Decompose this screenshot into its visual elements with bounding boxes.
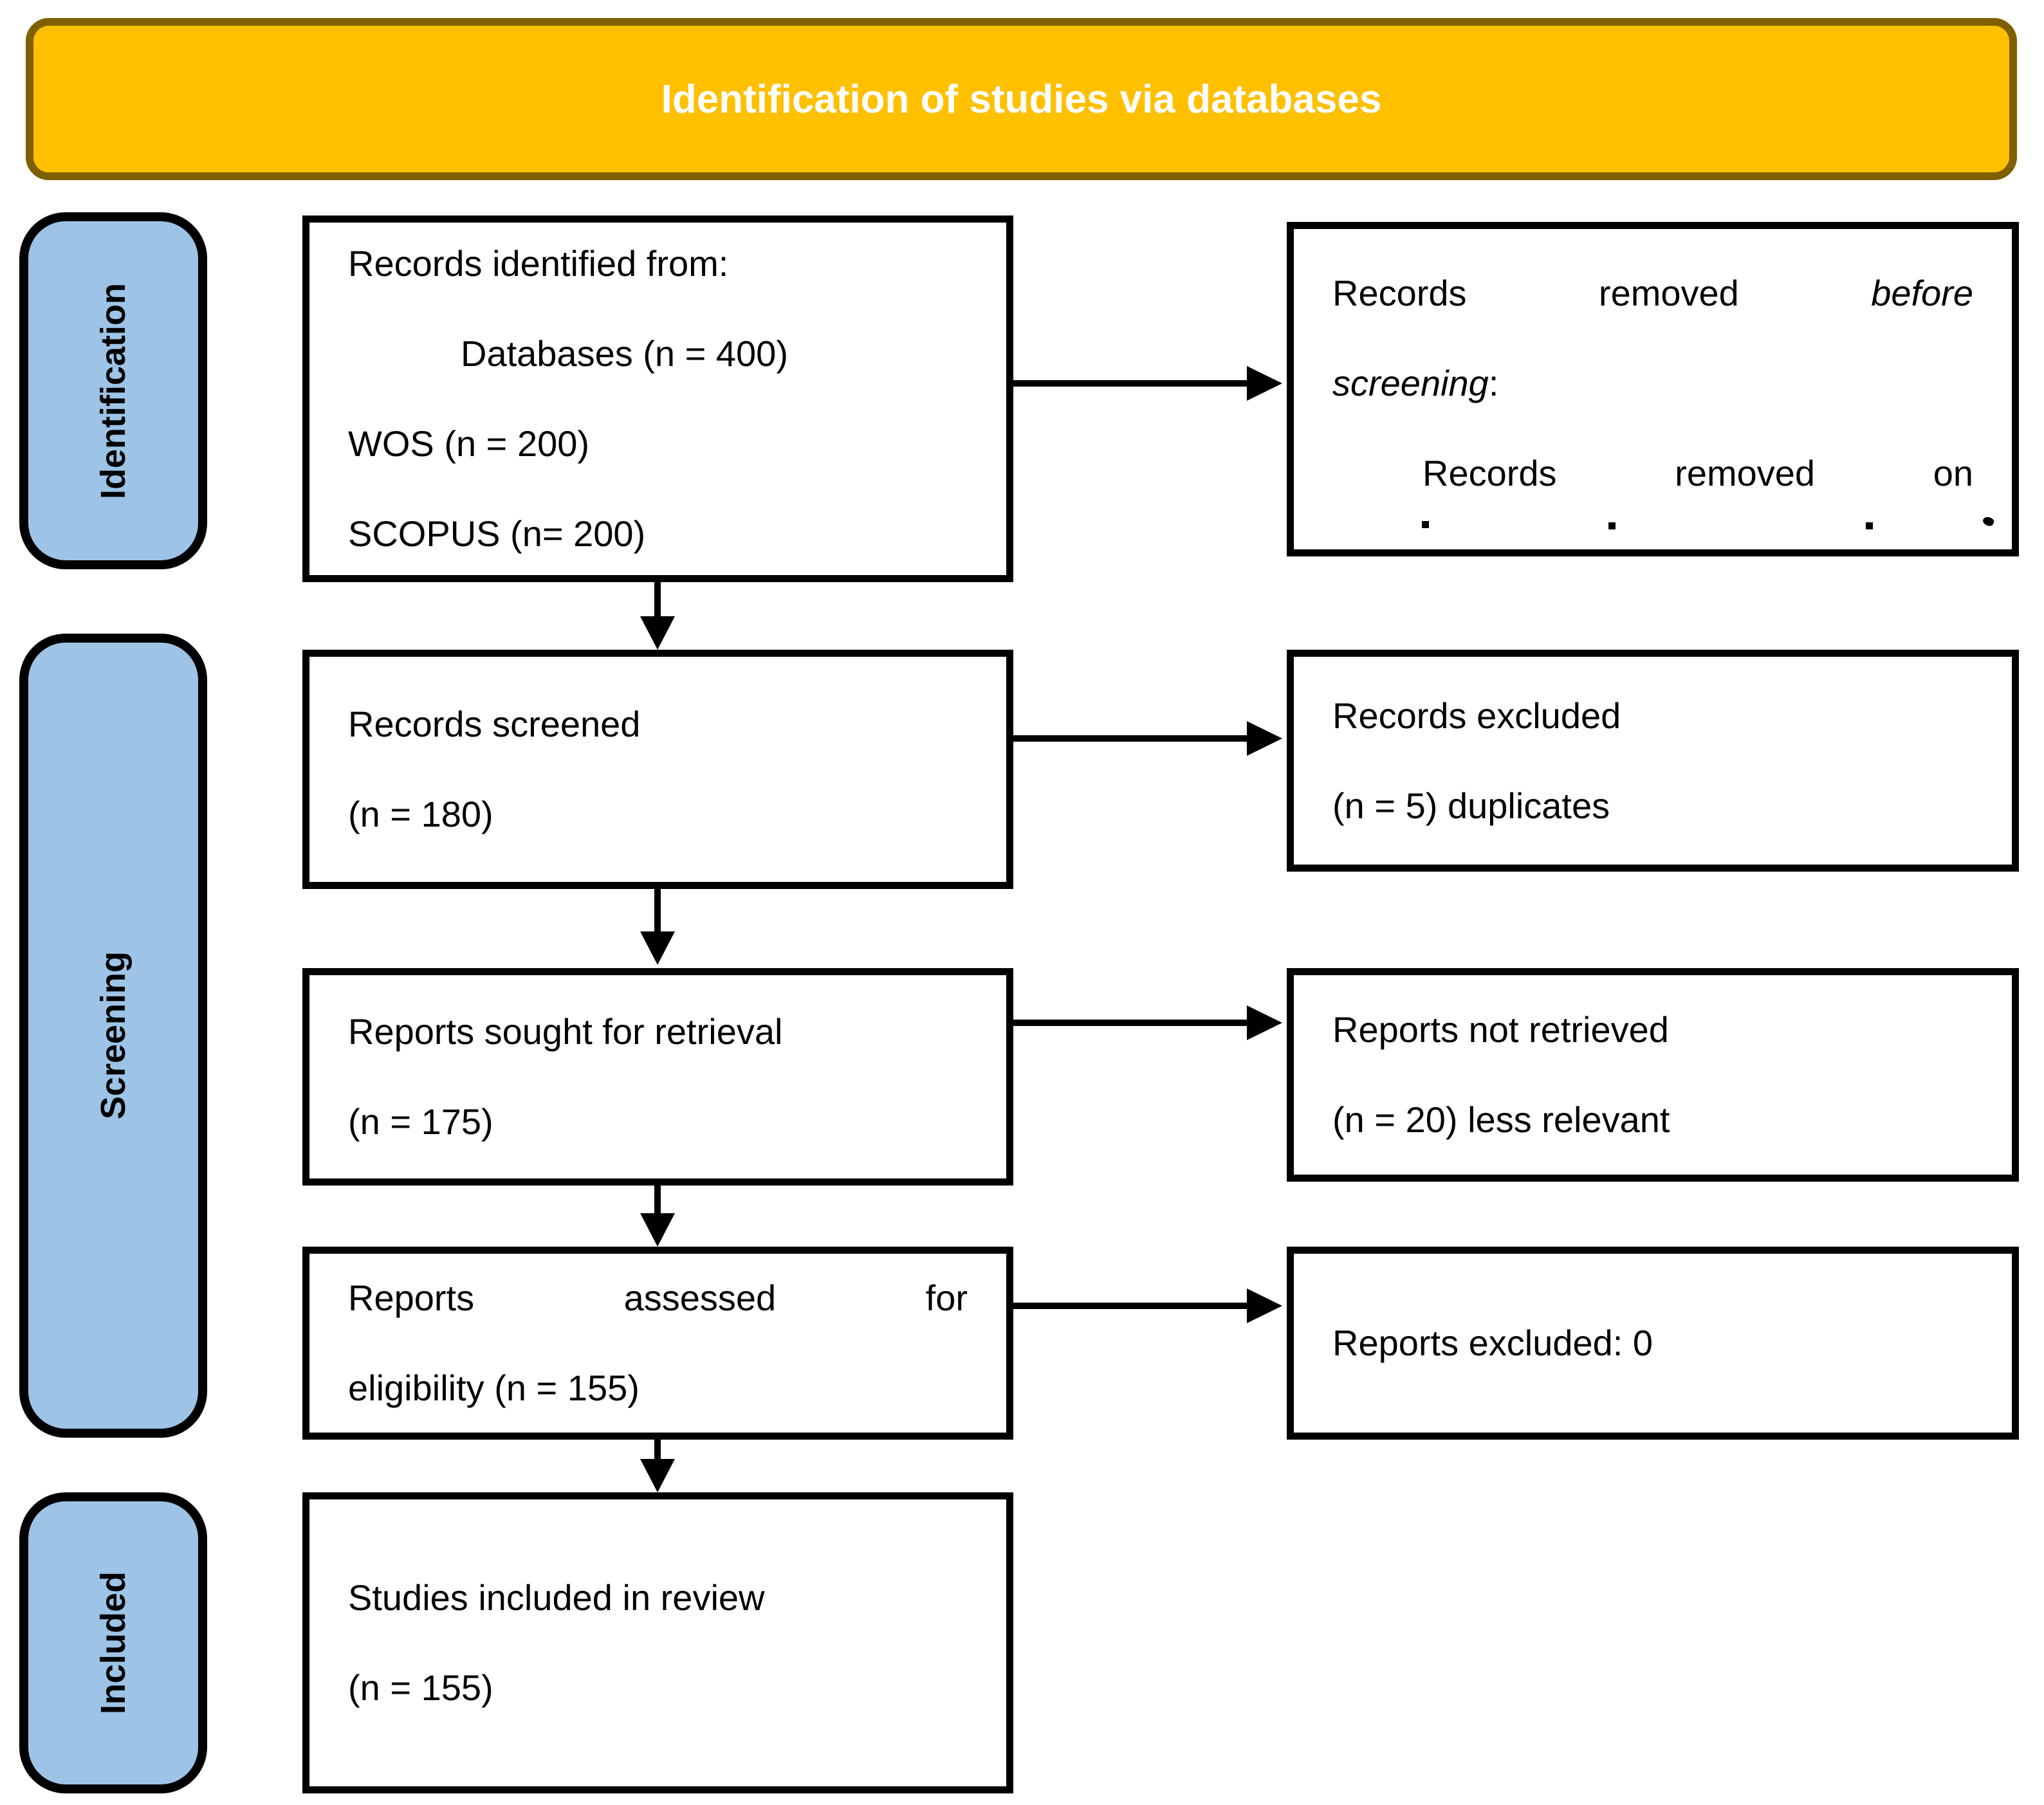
studies-included-line1: Studies included in review (348, 1577, 765, 1618)
arrow-right-4-head (1247, 1288, 1282, 1323)
arrow-down-4-head (640, 1459, 675, 1492)
screening-italic-text: screening (1332, 363, 1489, 403)
records-removed-line1: Records removed before (1332, 248, 1973, 338)
records-removed-on-word1: Records (1423, 453, 1557, 493)
records-identified-line3: WOS (n = 200) (348, 423, 590, 464)
stage-label-included: Included (19, 1492, 207, 1793)
reports-not-retrieved-line2: (n = 20) less relevant (1332, 1099, 1670, 1140)
box-reports-not-retrieved: Reports not retrieved (n = 20) less rele… (1287, 968, 2019, 1182)
reports-assessed-line2: eligibility (n = 155) (348, 1368, 640, 1408)
records-excluded-line1: Records excluded (1332, 695, 1621, 736)
records-removed-line3: Records removed on (1423, 428, 1973, 518)
stage-label-screening-text: Screening (94, 951, 133, 1120)
reports-assessed-word3: for (925, 1278, 968, 1318)
stage-label-identification: Identification (19, 212, 207, 569)
box-studies-included: Studies included in review (n = 155) (302, 1492, 1013, 1793)
arrow-right-2-shaft (1013, 735, 1250, 742)
stage-label-included-text: Included (94, 1571, 133, 1714)
records-removed-word3-before: before (1871, 273, 1973, 313)
arrow-right-3-shaft (1013, 1020, 1250, 1026)
arrow-down-1-shaft (654, 582, 661, 621)
studies-included-line2: (n = 155) (348, 1667, 493, 1708)
reports-assessed-word1: Reports (348, 1278, 475, 1318)
clipped-line-remnant (1866, 522, 1873, 529)
arrow-down-1-head (640, 616, 675, 650)
arrow-right-1-shaft (1013, 380, 1250, 387)
arrow-down-3-shaft (654, 1186, 661, 1218)
reports-sought-line2: (n = 175) (348, 1101, 493, 1142)
records-removed-line2: screening: (1332, 338, 1973, 428)
reports-excluded-line1: Reports excluded: 0 (1332, 1323, 1653, 1363)
box-reports-sought: Reports sought for retrieval (n = 175) (302, 968, 1013, 1186)
banner: Identification of studies via databases (26, 18, 2017, 180)
box-records-excluded: Records excluded (n = 5) duplicates (1287, 650, 2019, 872)
records-screened-line1: Records screened (348, 704, 641, 744)
records-identified-line2: Databases (n = 400) (461, 333, 788, 374)
box-records-removed-before-screening: Records removed before screening: Record… (1287, 222, 2019, 556)
records-excluded-line2: (n = 5) duplicates (1332, 785, 1610, 826)
box-records-screened: Records screened (n = 180) (302, 650, 1013, 889)
box-reports-assessed: Reports assessed for eligibility (n = 15… (302, 1247, 1013, 1440)
arrow-down-2-shaft (654, 889, 661, 935)
clipped-line-remnant (1422, 521, 1429, 528)
records-screened-line2: (n = 180) (348, 794, 493, 834)
stage-label-screening: Screening (19, 634, 207, 1438)
reports-assessed-line1: Reports assessed for (348, 1253, 968, 1343)
records-removed-on-word2: removed (1675, 453, 1816, 493)
banner-title: Identification of studies via databases (661, 77, 1382, 122)
records-removed-word1: Records (1332, 273, 1467, 313)
clipped-line-remnant (1608, 522, 1616, 529)
reports-assessed-word2: assessed (623, 1278, 777, 1318)
arrow-right-4-shaft (1013, 1303, 1250, 1309)
arrow-down-3-head (640, 1213, 675, 1247)
arrow-down-2-head (640, 931, 675, 965)
screening-colon: : (1488, 363, 1499, 403)
reports-not-retrieved-line1: Reports not retrieved (1332, 1009, 1669, 1050)
box-reports-excluded: Reports excluded: 0 (1287, 1247, 2019, 1440)
arrow-right-1-head (1247, 366, 1282, 401)
records-identified-line1: Records identified from: (348, 243, 729, 284)
arrow-right-2-head (1247, 721, 1282, 756)
box-records-identified: Records identified from: Databases (n = … (302, 215, 1013, 582)
arrow-right-3-head (1247, 1005, 1282, 1040)
records-removed-word2: removed (1598, 273, 1739, 313)
records-identified-line4: SCOPUS (n= 200) (348, 513, 646, 554)
stage-label-identification-text: Identification (94, 282, 133, 499)
arrow-down-4-shaft (654, 1440, 661, 1463)
records-removed-on-word3: on (1933, 453, 1973, 493)
reports-sought-line1: Reports sought for retrieval (348, 1011, 783, 1052)
